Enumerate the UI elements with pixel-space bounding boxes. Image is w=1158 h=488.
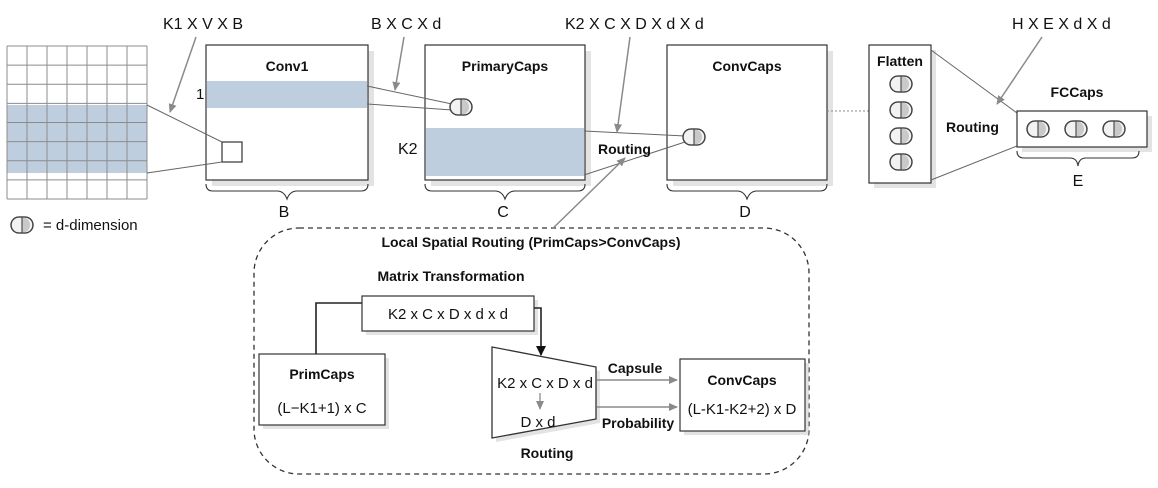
convcaps-title: ConvCaps <box>712 58 781 74</box>
legend-capsule-icon <box>10 216 34 234</box>
brace-icon <box>205 150 1140 201</box>
inset-convcaps-dims: (L-K1-K2+2) x D <box>688 401 797 418</box>
inset-title: Local Spatial Routing (PrimCaps>ConvCaps… <box>381 234 680 250</box>
inset-routing-label: Routing <box>521 445 574 461</box>
flatten-capsule-icon <box>889 153 913 171</box>
fccaps-title: FCCaps <box>1051 84 1104 100</box>
fccaps-capsule-icon <box>1102 120 1126 138</box>
dim-k1vb-label: K1 X V X B <box>163 16 243 33</box>
convcaps-capsule-icon <box>682 128 706 146</box>
fccaps-block: FCCaps <box>1016 84 1152 152</box>
inset-primcaps-dims: (L−K1+1) x C <box>277 400 366 417</box>
matrix-box <box>361 295 535 332</box>
primarycaps-capsule-icon <box>449 98 473 116</box>
capsule-label: Capsule <box>608 360 663 376</box>
routing-trapezoid <box>491 346 597 439</box>
flatten-capsule-icon <box>889 101 913 119</box>
input-grid <box>6 45 148 200</box>
trap-bottom-label: D x d <box>520 414 555 431</box>
fccaps-capsule-icon <box>1026 120 1050 138</box>
primarycaps-title: PrimaryCaps <box>462 58 549 74</box>
matrix-dims: K2 x C x D x d x d <box>388 306 508 323</box>
flatten-title: Flatten <box>877 53 923 69</box>
inset-convcaps-box <box>679 358 806 432</box>
routing-right-label: Routing <box>946 119 999 135</box>
trap-top-label: K2 x C x D x d <box>497 375 593 392</box>
flatten-capsule-icon <box>889 127 913 145</box>
flatten-block: Flatten <box>868 44 936 188</box>
inset-convcaps-title: ConvCaps <box>707 372 776 388</box>
probability-label: Probability <box>602 415 675 431</box>
dim-bcd-label: B X C X d <box>371 16 441 33</box>
convcaps-block: ConvCaps <box>666 44 833 186</box>
brace-d-label: D <box>739 204 751 221</box>
fccaps-capsule-icon <box>1064 120 1088 138</box>
conv1-block: Conv1 1 <box>196 44 374 186</box>
row-k2-label: K2 <box>398 141 418 158</box>
inset-frame <box>253 227 810 475</box>
brace-c-label: C <box>497 204 509 221</box>
conv1-title: Conv1 <box>266 58 309 74</box>
primarycaps-block: PrimaryCaps K2 <box>398 44 591 186</box>
brace-e-label: E <box>1073 173 1084 190</box>
dim-hedd-label: H X E X d X d <box>1012 16 1111 33</box>
matrix-title: Matrix Transformation <box>377 268 524 284</box>
inset-primcaps-box <box>258 353 386 426</box>
inset-primcaps-title: PrimCaps <box>289 366 355 382</box>
brace-b-label: B <box>279 204 290 221</box>
row-1-label: 1 <box>196 86 204 103</box>
flatten-capsule-icon <box>889 75 913 93</box>
dim-k2cdd-label: K2 X C X D X d X d <box>565 16 704 33</box>
legend-label: = d-dimension <box>43 217 138 234</box>
routing-mid-label: Routing <box>598 141 651 157</box>
